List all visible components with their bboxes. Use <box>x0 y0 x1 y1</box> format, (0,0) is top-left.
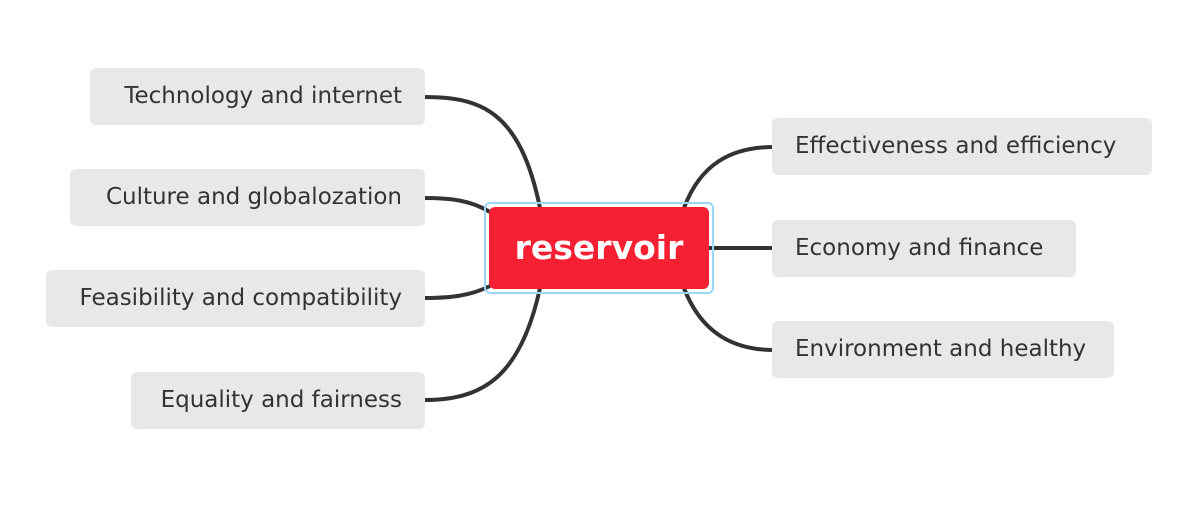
connector-feasibility-and-compatibility <box>423 284 491 300</box>
topic-economy-and-finance[interactable]: Economy and finance <box>772 220 1076 277</box>
central-topic-selection-outline <box>484 202 714 294</box>
topic-culture-and-globalozation[interactable]: Culture and globalozation <box>70 169 425 226</box>
connector-technology-and-internet <box>423 95 542 209</box>
topic-label: Economy and finance <box>795 235 1044 261</box>
connector-effectiveness-and-efficiency <box>682 145 775 209</box>
topic-label: Equality and fairness <box>160 387 402 413</box>
central-topic-label: reservoir <box>514 228 684 267</box>
topic-equality-and-fairness[interactable]: Equality and fairness <box>131 372 425 429</box>
connector-equality-and-fairness <box>423 287 542 402</box>
topic-label: Technology and internet <box>124 83 402 109</box>
topic-label: Environment and healthy <box>795 336 1087 362</box>
topic-label: Feasibility and compatibility <box>79 285 402 311</box>
central-topic[interactable]: reservoir <box>489 207 709 289</box>
topic-feasibility-and-compatibility[interactable]: Feasibility and compatibility <box>46 270 425 327</box>
topic-environment-and-healthy[interactable]: Environment and healthy <box>772 321 1114 378</box>
topic-technology-and-internet[interactable]: Technology and internet <box>90 68 425 125</box>
topic-label: Culture and globalozation <box>105 184 402 210</box>
topic-effectiveness-and-efficiency[interactable]: Effectiveness and efficiency <box>772 118 1152 175</box>
topic-label: Effectiveness and efficiency <box>795 133 1117 159</box>
connector-culture-and-globalozation <box>423 196 492 214</box>
connector-environment-and-healthy <box>682 287 775 352</box>
